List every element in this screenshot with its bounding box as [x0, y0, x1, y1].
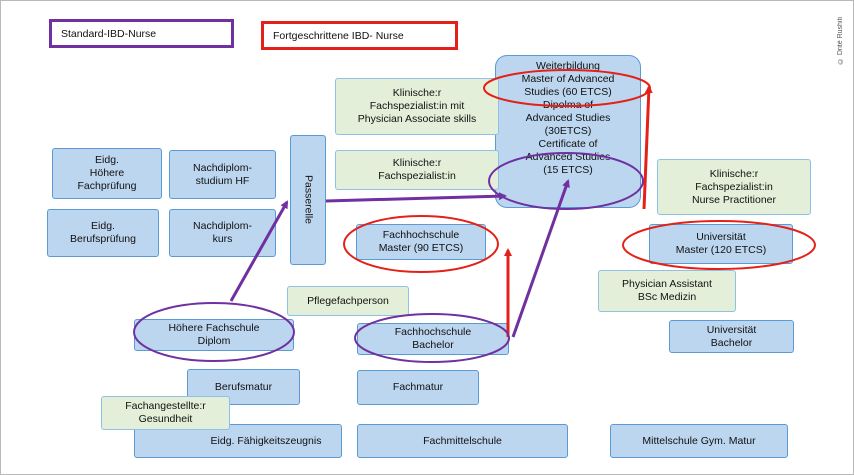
- box-klinische-fachspezialist-np: Klinische:r Fachspezialist:in Nurse Prac…: [657, 159, 811, 215]
- weiterbildung-text: Weiterbildung Master of Advanced Studies…: [521, 60, 615, 176]
- box-weiterbildung: Weiterbildung Master of Advanced Studies…: [495, 55, 641, 208]
- copyright-text: © Dritè Rushiti: [837, 17, 844, 65]
- fachhochschule-bachelor-text: Fachhochschule Bachelor: [394, 326, 472, 351]
- mittelschule-gym-matur-text: Mittelschule Gym. Matur: [642, 434, 756, 447]
- box-fachangestellte-gesundheit: Fachangestellte:r Gesundheit: [101, 396, 230, 430]
- eidg-hoehere-fachpruefung-text: Eidg. Höhere Fachprüfung: [77, 154, 137, 192]
- fachangestellte-gesundheit-text: Fachangestellte:r Gesundheit: [125, 400, 206, 425]
- box-eidg-berufspruefung: Eidg. Berufsprüfung: [47, 209, 159, 257]
- box-universitaet-master: Universität Master (120 ETCS): [649, 224, 793, 264]
- box-passerelle: Passerelle: [290, 135, 326, 265]
- box-fachmatur: Fachmatur: [357, 370, 479, 405]
- fachmatur-text: Fachmatur: [392, 381, 444, 393]
- legend-advanced-label: Fortgeschrittene IBD- Nurse: [273, 29, 404, 42]
- berufsmatur-text: Berufsmatur: [214, 380, 273, 393]
- box-fachmittelschule: Fachmittelschule: [357, 424, 568, 458]
- klinische-fachspezialist-psa-text: Klinische:r Fachspezialist:in mit Physic…: [357, 87, 477, 125]
- eidg-berufspruefung-text: Eidg. Berufsprüfung: [70, 220, 136, 245]
- fachmittelschule-text: Fachmittelschule: [423, 434, 502, 447]
- klinische-fachspezialist-np-text: Klinische:r Fachspezialist:in Nurse Prac…: [691, 167, 777, 206]
- universitaet-master-text: Universität Master (120 ETCS): [675, 231, 767, 256]
- box-hoehere-fachschule: Höhere Fachschule Diplom: [134, 319, 294, 351]
- legend-advanced-ibd-nurse: Fortgeschrittene IBD- Nurse: [261, 21, 458, 50]
- physician-assistant-text: Physician Assistant BSc Medizin: [622, 278, 712, 303]
- pflegefachperson-text: Pflegefachperson: [307, 294, 389, 307]
- nachdiplomkurs-text: Nachdiplom- kurs: [193, 220, 252, 245]
- eidg-faehigkeitszeugnis-text: Eidg. Fähigkeitszeugnis: [210, 434, 322, 447]
- box-pflegefachperson: Pflegefachperson: [287, 286, 409, 316]
- box-universitaet-bachelor: Universität Bachelor: [669, 320, 794, 353]
- box-klinische-fachspezialist: Klinische:r Fachspezialist:in: [335, 150, 499, 190]
- arrow-passerelle-to-cas: [325, 192, 507, 203]
- box-fachhochschule-bachelor: Fachhochschule Bachelor: [357, 323, 509, 355]
- box-klinische-fachspezialist-psa: Klinische:r Fachspezialist:in mit Physic…: [335, 78, 499, 135]
- arrow-cas-to-mas: [642, 85, 653, 210]
- box-physician-assistant: Physician Assistant BSc Medizin: [598, 270, 736, 312]
- box-eidg-hoehere-fachpruefung: Eidg. Höhere Fachprüfung: [52, 148, 162, 199]
- box-nachdiplomstudium-hf: Nachdiplom- studium HF: [169, 150, 276, 199]
- universitaet-bachelor-text: Universität Bachelor: [706, 323, 757, 349]
- hoehere-fachschule-text: Höhere Fachschule Diplom: [168, 322, 260, 347]
- box-fachhochschule-master: Fachhochschule Master (90 ETCS): [356, 224, 486, 260]
- legend-standard-ibd-nurse: Standard-IBD-Nurse: [49, 19, 234, 48]
- passerelle-text: Passerelle: [302, 175, 315, 225]
- legend-standard-label: Standard-IBD-Nurse: [61, 27, 157, 40]
- nachdiplomstudium-hf-text: Nachdiplom- studium HF: [193, 161, 252, 187]
- box-nachdiplomkurs: Nachdiplom- kurs: [169, 209, 276, 257]
- klinische-fachspezialist-text: Klinische:r Fachspezialist:in: [378, 157, 456, 182]
- box-mittelschule-gym-matur: Mittelschule Gym. Matur: [610, 424, 788, 458]
- fachhochschule-master-text: Fachhochschule Master (90 ETCS): [378, 229, 464, 254]
